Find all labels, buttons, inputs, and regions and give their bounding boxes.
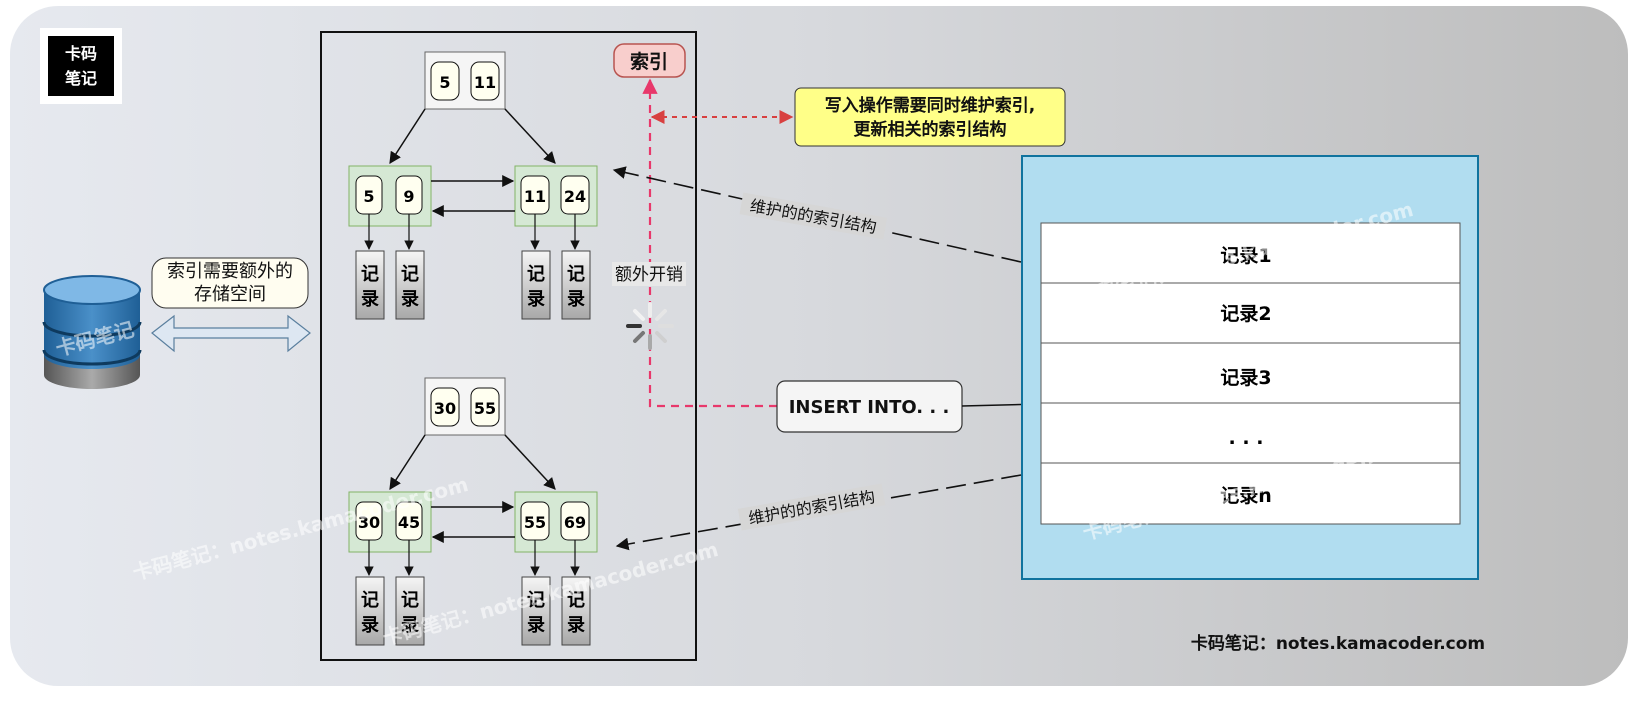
table-row-label: 记录n [1220, 485, 1272, 507]
record-block [521, 250, 551, 320]
root-key: 55 [474, 399, 496, 418]
svg-text:记: 记 [527, 264, 545, 285]
database-icon [42, 275, 142, 389]
record-block [395, 250, 425, 320]
record-block [561, 250, 591, 320]
maintain-label-bg [739, 192, 888, 240]
svg-text:记: 记 [401, 590, 419, 611]
svg-text:录: 录 [567, 289, 585, 310]
leaf-key: 55 [524, 513, 546, 532]
logo-text-line1: 卡码 [65, 44, 97, 63]
leaf-key: 30 [358, 513, 380, 532]
loading-spinner-icon [626, 302, 674, 350]
logo: 卡码 笔记 [40, 28, 122, 104]
extra-cost-label: 额外开销 [615, 265, 683, 285]
logo-text-line2: 笔记 [65, 69, 97, 88]
svg-text:记: 记 [567, 590, 585, 611]
insert-to-index-dashed-arrow [642, 78, 777, 408]
svg-text:录: 录 [401, 289, 419, 310]
table-row-label: . . . [1229, 427, 1264, 449]
index-container [320, 31, 697, 661]
root-key: 30 [434, 399, 456, 418]
index-tag-label: 索引 [630, 50, 668, 73]
index-tag: 索引 [613, 43, 686, 78]
leaf-key: 69 [564, 513, 586, 532]
svg-text:录: 录 [567, 615, 585, 636]
table-row [1040, 282, 1461, 344]
storage-note-line1: 索引需要额外的 [167, 261, 293, 282]
write-note: 写入操作需要同时维护索引, 更新相关的索引结构 [794, 87, 1066, 147]
storage-note: 索引需要额外的 存储空间 [151, 257, 309, 309]
root-key: 5 [439, 73, 450, 92]
write-note-line1: 写入操作需要同时维护索引, [825, 95, 1035, 116]
record-block [521, 576, 551, 646]
insert-label: INSERT INTO. . . [789, 397, 950, 418]
leaf-key: 9 [403, 187, 414, 206]
table-row-label: 记录2 [1220, 303, 1271, 325]
record-block [561, 576, 591, 646]
btree-bottom: 30 55 30 45 55 69 记 录 记 录 记 录 记 录 [348, 377, 598, 646]
insert-statement: INSERT INTO. . . [776, 380, 963, 433]
root-key: 11 [474, 73, 496, 92]
leaf-key: 11 [524, 187, 546, 206]
write-note-line2: 更新相关的索引结构 [854, 119, 1007, 140]
table-rows: 记录1 记录2 记录3 . . . 记录n [1040, 222, 1461, 525]
svg-text:录: 录 [527, 289, 545, 310]
svg-text:录: 录 [361, 615, 379, 636]
record-block [395, 576, 425, 646]
btree-top: 5 11 5 9 11 24 记 录 记 录 记 录 记 录 [348, 51, 598, 320]
extra-cost-label-bg [612, 262, 686, 286]
table-row-label: 记录1 [1220, 245, 1271, 267]
table-row-label: 记录3 [1220, 367, 1271, 389]
svg-text:记: 记 [567, 264, 585, 285]
record-block [355, 250, 385, 320]
svg-text:记: 记 [527, 590, 545, 611]
leaf-key: 45 [398, 513, 420, 532]
leaf-key: 5 [363, 187, 374, 206]
svg-text:录: 录 [527, 615, 545, 636]
maintain-label-bg [737, 483, 886, 531]
table-row [1040, 222, 1461, 284]
table-row [1040, 342, 1461, 404]
svg-text:录: 录 [401, 615, 419, 636]
leaf-key: 24 [564, 187, 586, 206]
footer-credit: 卡码笔记：notes.kamacoder.com [1191, 633, 1485, 654]
svg-text:录: 录 [361, 289, 379, 310]
storage-note-line2: 存储空间 [194, 284, 266, 305]
svg-text:记: 记 [361, 264, 379, 285]
table-row [1040, 462, 1461, 525]
storage-double-arrow [151, 314, 311, 353]
svg-text:记: 记 [401, 264, 419, 285]
record-block [355, 576, 385, 646]
svg-text:记: 记 [361, 590, 379, 611]
